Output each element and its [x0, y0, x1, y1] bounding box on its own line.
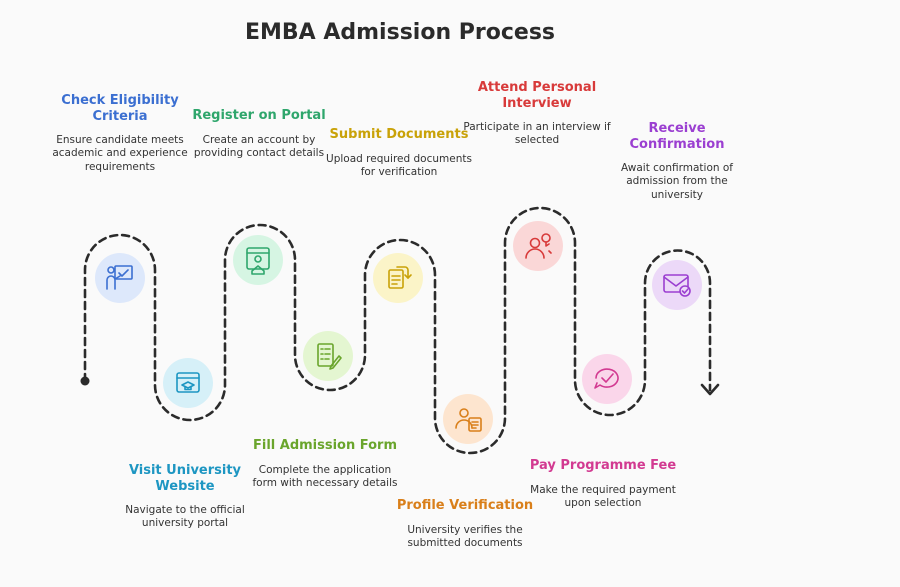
step-description: Ensure candidate meets academic and expe…	[52, 134, 188, 173]
step-description: Upload required documents for verificati…	[326, 152, 472, 178]
payment-check-icon	[582, 354, 632, 404]
step-description: Complete the application form with neces…	[252, 463, 398, 489]
form-pen-icon	[303, 331, 353, 381]
step-title: Visit University Website	[128, 463, 242, 494]
step-personal-interview: Attend Personal Interview Participate in…	[462, 80, 612, 148]
document-submit-icon	[373, 253, 423, 303]
path-end-arrow	[700, 383, 720, 396]
step-fill-form: Fill Admission Form Complete the applica…	[250, 438, 400, 490]
step-profile-verification: Profile Verification University verifies…	[390, 498, 540, 550]
step-description: Create an account by providing contact d…	[193, 133, 325, 159]
step-description: Navigate to the official university port…	[125, 504, 245, 530]
step-visit-website: Visit University Website Navigate to the…	[110, 463, 260, 531]
diagram-title: EMBA Admission Process	[244, 20, 556, 45]
step-submit-documents: Submit Documents Upload required documen…	[324, 127, 474, 179]
step-pay-fee: Pay Programme Fee Make the required paym…	[528, 458, 678, 510]
step-title: Submit Documents	[329, 127, 469, 142]
step-description: Make the required payment upon selection	[530, 483, 676, 509]
step-description: Participate in an interview if selected	[463, 121, 611, 147]
envelope-check-icon	[652, 260, 702, 310]
step-register-portal: Register on Portal Create an account by …	[184, 108, 334, 160]
interview-icon	[513, 221, 563, 271]
window-home-icon	[233, 235, 283, 285]
teacher-board-icon	[95, 253, 145, 303]
path-start-dot	[80, 376, 90, 386]
step-title: Profile Verification	[396, 498, 534, 513]
browser-graduation-icon	[163, 358, 213, 408]
step-title: Register on Portal	[192, 108, 326, 123]
step-title: Pay Programme Fee	[529, 458, 677, 473]
step-description: Await confirmation of admission from the…	[621, 162, 733, 201]
step-check-eligibility: Check Eligibility Criteria Ensure candid…	[45, 93, 195, 174]
profile-check-icon	[443, 394, 493, 444]
step-title: Receive Confirmation	[629, 121, 725, 152]
step-title: Fill Admission Form	[252, 438, 398, 453]
step-title: Attend Personal Interview	[477, 80, 597, 111]
step-description: University verifies the submitted docume…	[407, 523, 523, 549]
step-title: Check Eligibility Criteria	[61, 93, 179, 124]
step-receive-confirmation: Receive Confirmation Await confirmation …	[602, 121, 752, 202]
